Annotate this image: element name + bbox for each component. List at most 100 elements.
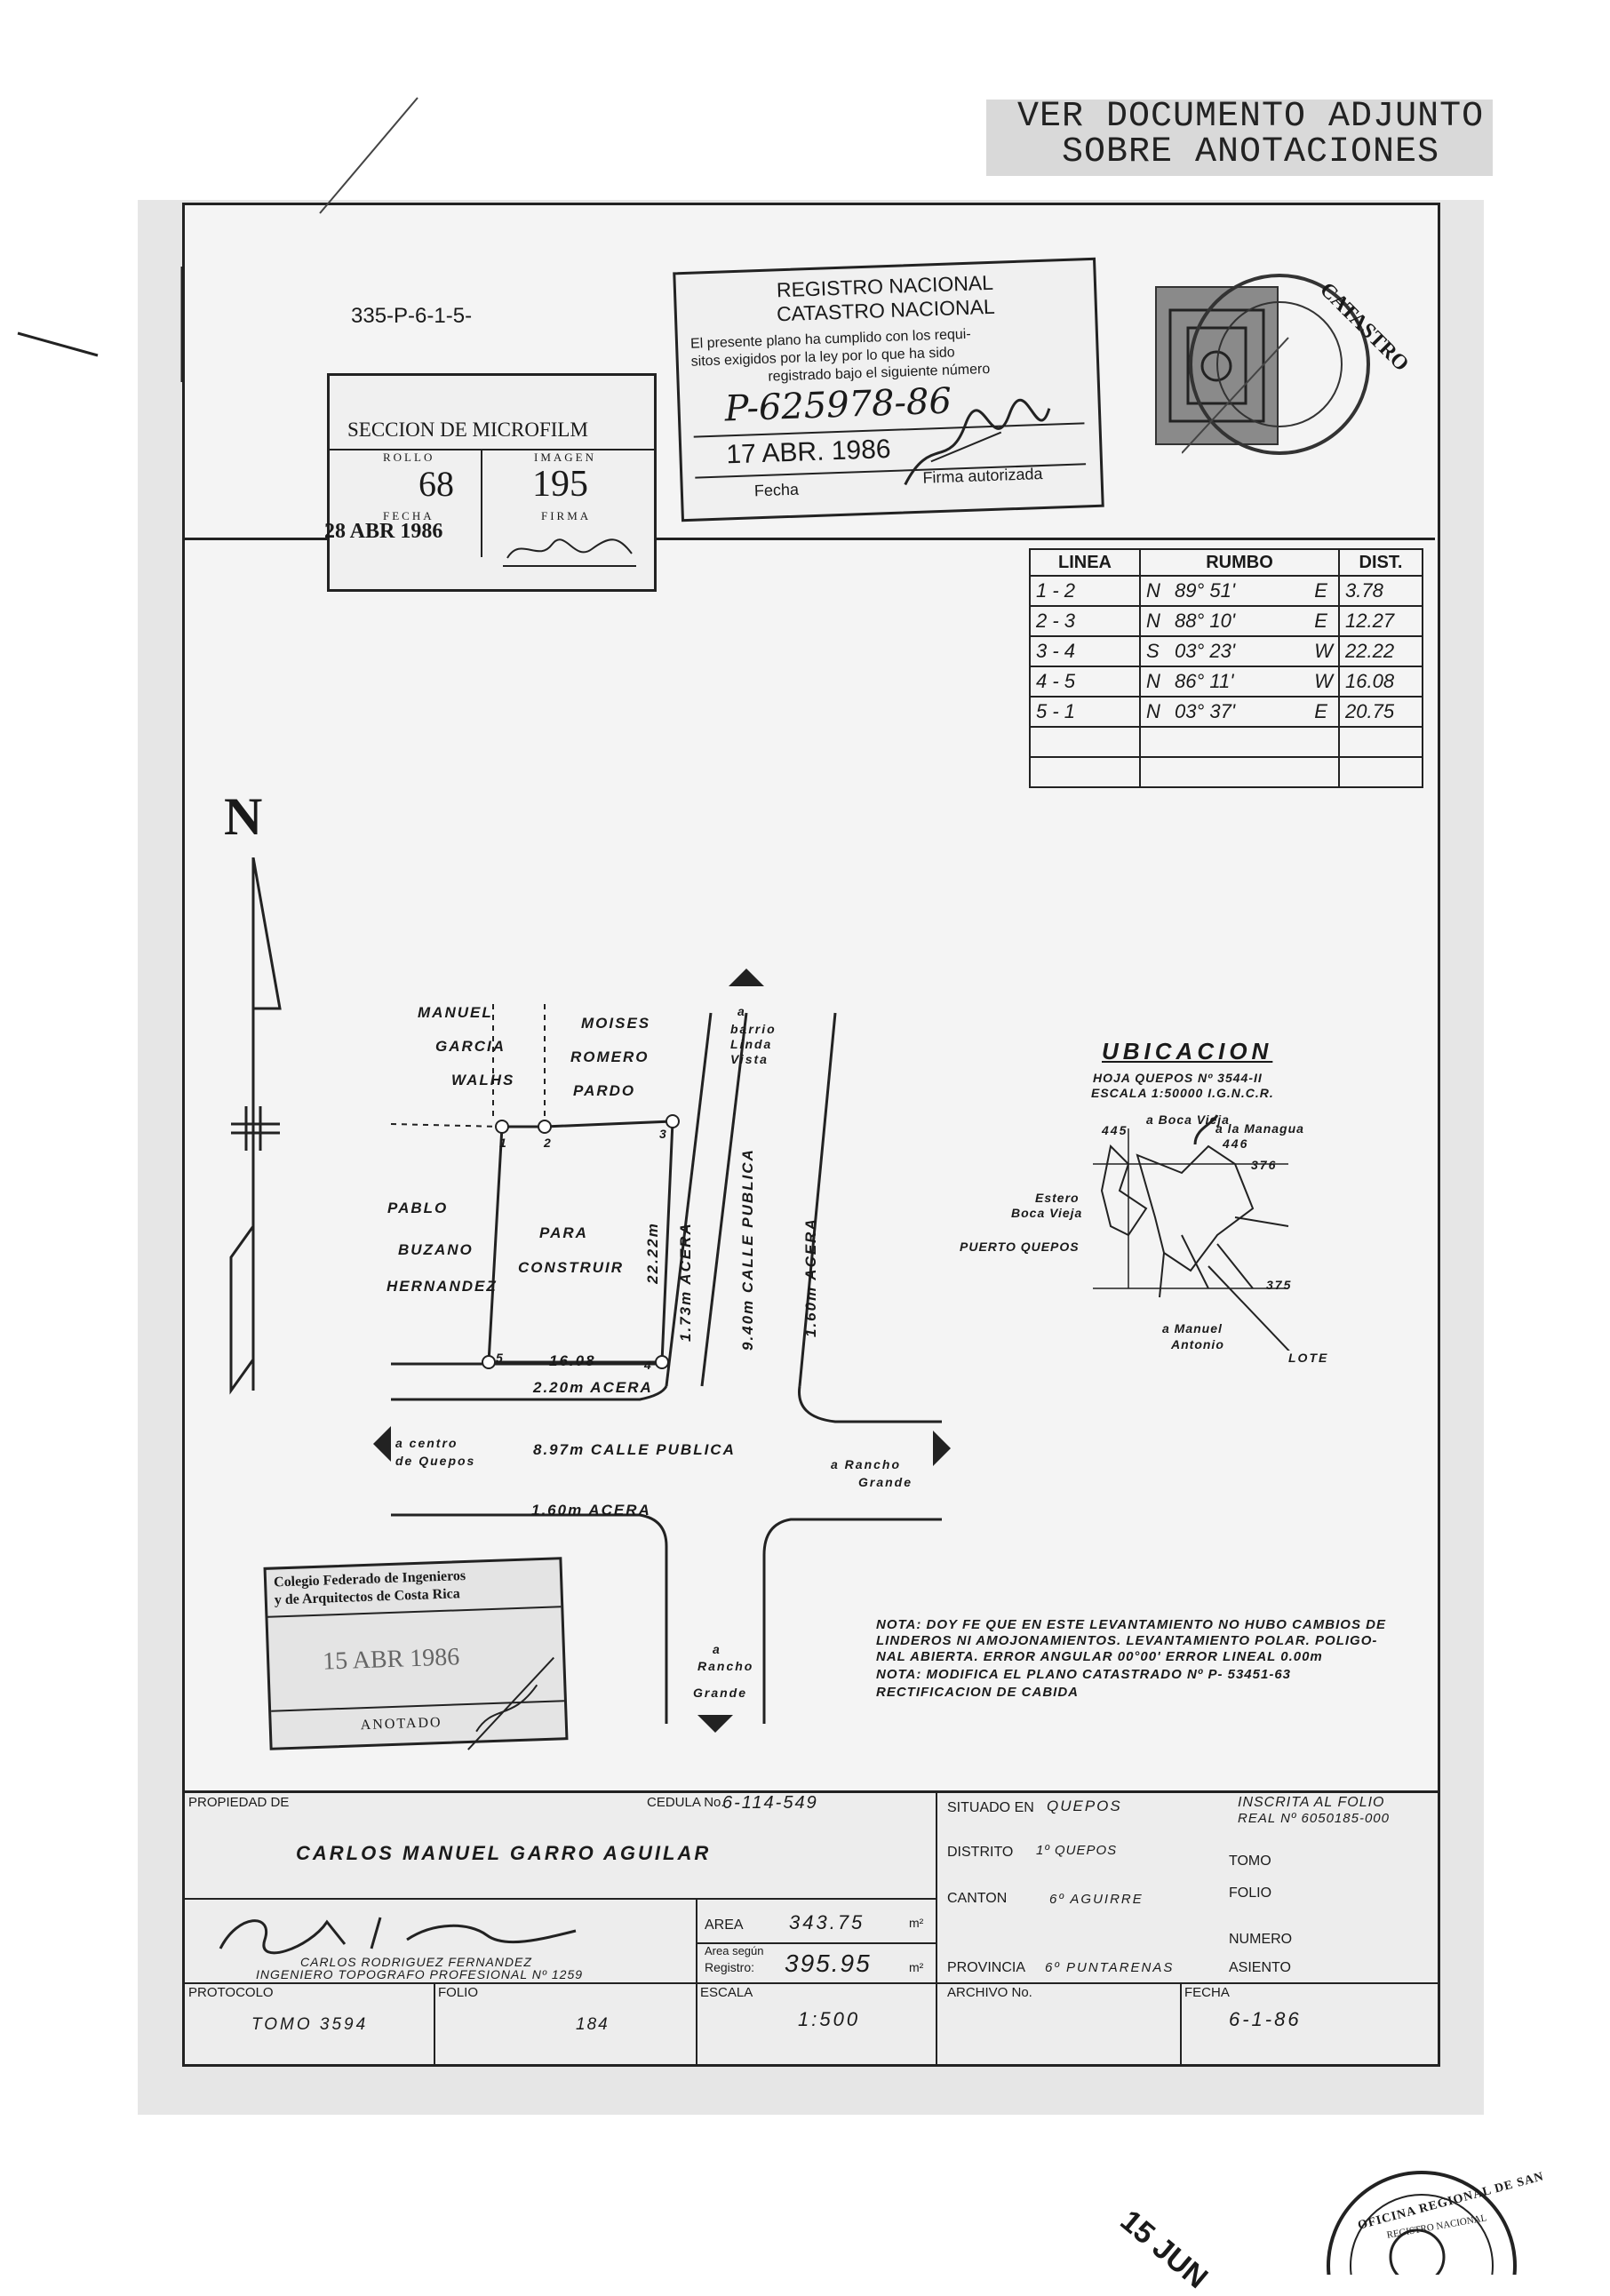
dim-1608: 16.08 bbox=[549, 1352, 596, 1369]
site-plan-drawing bbox=[373, 969, 951, 1733]
canton-value: 6º AGUIRRE bbox=[1049, 1892, 1144, 1907]
neighbor-west-l3: HERNANDEZ bbox=[387, 1278, 498, 1295]
n445-label: 445 bbox=[1102, 1123, 1128, 1137]
registro-stamp: REGISTRO NACIONAL CATASTRO NACIONAL El p… bbox=[673, 257, 1104, 522]
header-note: VER DOCUMENTO ADJUNTO SOBRE ANOTACIONES bbox=[986, 100, 1493, 176]
table-row bbox=[1029, 726, 1423, 758]
to-west-l1: a centro bbox=[395, 1436, 458, 1450]
point-1: 1 bbox=[499, 1136, 508, 1150]
situado-label: SITUADO EN bbox=[947, 1800, 1034, 1815]
ubicacion-line2: ESCALA 1:50000 I.G.N.C.R. bbox=[1091, 1086, 1274, 1100]
ubicacion-line1: HOJA QUEPOS Nº 3544-II bbox=[1093, 1071, 1263, 1085]
folio2-value: 184 bbox=[576, 2015, 610, 2034]
cedula-label: CEDULA No. bbox=[647, 1795, 725, 1810]
area-value: 343.75 bbox=[789, 1911, 865, 1933]
imagen-label: IMAGEN bbox=[534, 450, 596, 464]
neighbor-north2-l1: MOISES bbox=[581, 1015, 651, 1032]
managua-label: a la Managua bbox=[1215, 1121, 1304, 1136]
neighbor-north1-l3: WALHS bbox=[451, 1072, 515, 1088]
table-row bbox=[1029, 756, 1423, 788]
fecha-label: FECHA bbox=[383, 509, 434, 522]
lot-label-l2: CONSTRUIR bbox=[518, 1259, 625, 1276]
top-divider bbox=[182, 538, 1435, 540]
colegio-signature bbox=[467, 1656, 554, 1750]
distrito-label: DISTRITO bbox=[947, 1845, 1014, 1860]
neighbor-north2-l3: PARDO bbox=[573, 1082, 636, 1099]
calle-h: 8.97m CALLE PUBLICA bbox=[533, 1441, 736, 1458]
boca-vieja-label: a Boca Vieja bbox=[1146, 1112, 1230, 1127]
canton-label: CANTON bbox=[947, 1891, 1008, 1906]
to-east-l1: a Rancho bbox=[831, 1457, 902, 1471]
to-south-l1: a bbox=[713, 1642, 721, 1656]
escala-label: ESCALA bbox=[700, 1985, 753, 2000]
protocolo-value: TOMO 3594 bbox=[251, 2015, 369, 2034]
point-2: 2 bbox=[544, 1136, 553, 1150]
nota-line2: LINDEROS NI AMOJONAMIENTOS. LEVANTAMIENT… bbox=[876, 1633, 1378, 1648]
tomo-label: TOMO bbox=[1229, 1854, 1271, 1869]
regional-seal-icon bbox=[1327, 2171, 1517, 2275]
estero-l1: Estero bbox=[1035, 1191, 1080, 1205]
catastro-seal bbox=[1182, 274, 1370, 455]
microfilm-stamp: SECCION DE MICROFILM ROLLO 68 IMAGEN 195… bbox=[324, 373, 657, 592]
area-label: AREA bbox=[705, 1917, 744, 1933]
north-arrow-icon bbox=[229, 857, 282, 1395]
rollo-label: ROLLO bbox=[383, 450, 435, 464]
header-note-line1: VER DOCUMENTO ADJUNTO bbox=[1017, 97, 1485, 137]
neighbor-north2-l2: ROMERO bbox=[570, 1048, 650, 1065]
neighbor-west-l2: BUZANO bbox=[398, 1241, 474, 1258]
n375-label: 375 bbox=[1266, 1278, 1293, 1292]
nota-line4: NOTA: MODIFICA EL PLANO CATASTRADO Nº P-… bbox=[876, 1667, 1292, 1682]
acera-vert-2: 1.60m ACERA bbox=[802, 1217, 819, 1337]
colegio-stamp: Colegio Federado de Ingenieros y de Arqu… bbox=[263, 1557, 569, 1750]
registro-signature bbox=[904, 398, 1051, 486]
neighbor-west-l1: PABLO bbox=[387, 1200, 449, 1216]
archivo-label: ARCHIVO No. bbox=[947, 1985, 1032, 2000]
n376-label: 376 bbox=[1251, 1158, 1278, 1172]
lot-label-l1: PARA bbox=[539, 1224, 588, 1241]
title-block: PROPIEDAD DE CEDULA No. 6-114-549 CARLOS… bbox=[182, 1790, 1440, 2067]
col-linea: LINEA bbox=[1029, 548, 1141, 577]
numero-label: NUMERO bbox=[1229, 1932, 1293, 1947]
to-north-l4: Vista bbox=[730, 1052, 769, 1066]
nota-line5: RECTIFICACION DE CABIDA bbox=[876, 1685, 1079, 1700]
point-4: 4 bbox=[644, 1358, 653, 1372]
registro-fecha-label: Fecha bbox=[753, 480, 800, 500]
location-map bbox=[1093, 1114, 1290, 1351]
fecha-value: 28 ABR 1986 bbox=[324, 520, 443, 543]
calle-vert: 9.40m CALLE PUBLICA bbox=[739, 1148, 756, 1351]
point-3: 3 bbox=[659, 1127, 668, 1141]
colegio-anotado: ANOTADO bbox=[360, 1715, 442, 1734]
manuel-antonio-l2: Antonio bbox=[1171, 1337, 1224, 1351]
engineer-line2: INGENIERO TOPOGRAFO PROFESIONAL Nº 1259 bbox=[256, 1967, 584, 1981]
cedula-value: 6-114-549 bbox=[722, 1793, 818, 1813]
to-south-l3: Grande bbox=[693, 1686, 748, 1700]
puerto-quepos-label: PUERTO QUEPOS bbox=[960, 1240, 1080, 1254]
propiedad-label: PROPIEDAD DE bbox=[188, 1795, 290, 1810]
to-north-l2: barrio bbox=[730, 1022, 777, 1036]
provincia-value: 6º PUNTARENAS bbox=[1045, 1960, 1175, 1975]
fecha-value-tb: 6-1-86 bbox=[1229, 2008, 1302, 2030]
distrito-value: 1º QUEPOS bbox=[1036, 1843, 1118, 1858]
asiento-label: ASIENTO bbox=[1229, 1960, 1291, 1975]
bottom-date-stamp: 15 JUN bbox=[1113, 2204, 1215, 2296]
area-reg-label2: Registro: bbox=[705, 1960, 755, 1974]
folio2-label: FOLIO bbox=[438, 1985, 479, 2000]
to-east-l2: Grande bbox=[858, 1475, 913, 1489]
escala-value: 1:500 bbox=[798, 2008, 861, 2030]
inscrita-line1: INSCRITA AL FOLIO bbox=[1238, 1795, 1385, 1810]
col-rumbo: RUMBO bbox=[1139, 548, 1340, 577]
ubicacion-title: UBICACION bbox=[1102, 1038, 1273, 1064]
area-reg-value: 395.95 bbox=[785, 1949, 872, 1977]
point-5: 5 bbox=[496, 1351, 505, 1365]
header-note-line2: SOBRE ANOTACIONES bbox=[1062, 132, 1440, 172]
engineer-line1: CARLOS RODRIGUEZ FERNANDEZ bbox=[300, 1955, 532, 1969]
registro-date: 17 ABR. 1986 bbox=[725, 434, 892, 470]
fecha-label-tb: FECHA bbox=[1184, 1985, 1230, 2000]
acera-vert-1: 1.73m ACERA bbox=[677, 1222, 694, 1342]
acera-h2: 1.60m ACERA bbox=[531, 1502, 651, 1519]
imagen-value: 195 bbox=[532, 464, 588, 505]
situado-value: QUEPOS bbox=[1047, 1798, 1122, 1814]
